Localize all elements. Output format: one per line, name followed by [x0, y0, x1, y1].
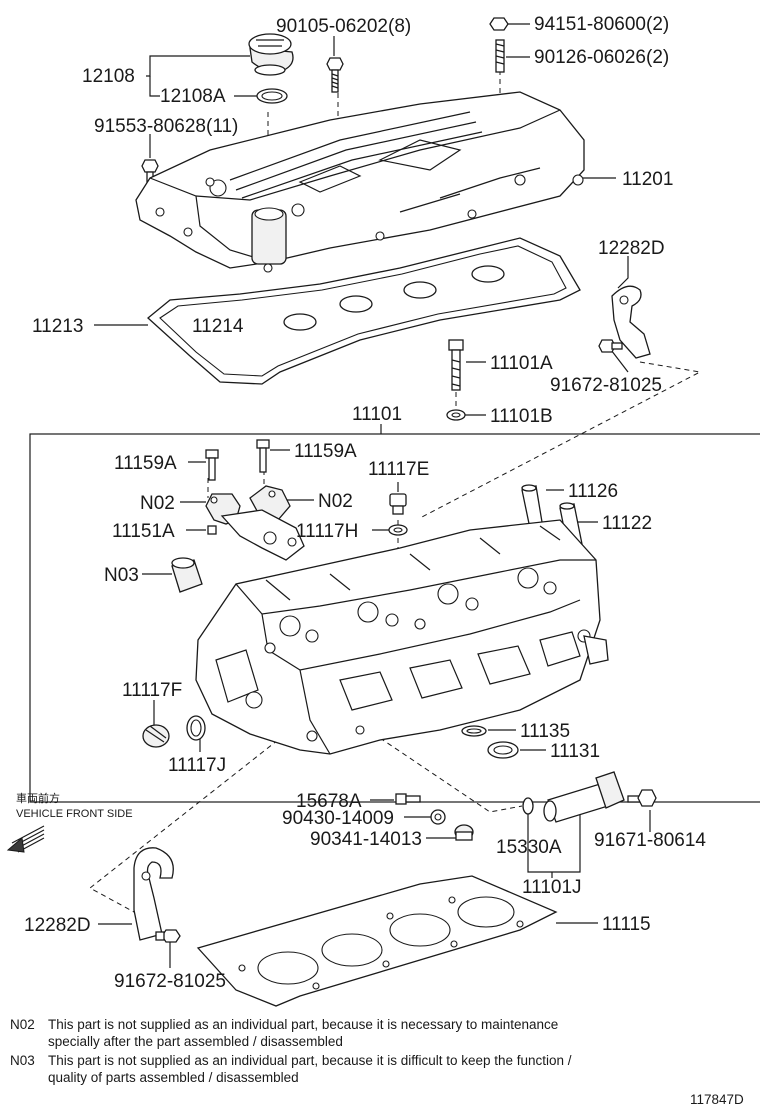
label-11117F: 11117F: [122, 680, 182, 701]
label-N02-left: N02: [140, 493, 175, 514]
bolt-91671: [627, 789, 657, 807]
label-90126: 90126-06026(2): [534, 47, 669, 68]
label-11117E: 11117E: [368, 459, 429, 480]
valve-lifter: [171, 557, 203, 593]
washer-11101B: [446, 409, 466, 421]
stud-90126: [495, 39, 505, 73]
plug-11117F: [142, 724, 170, 748]
part-labels: 12108 12108A 90105-06202(8) 94151-80600(…: [24, 14, 706, 992]
oil-filler-cap: [248, 33, 294, 76]
notes: N02 This part is not supplied as an indi…: [10, 1017, 572, 1085]
label-11131: 11131: [550, 741, 600, 762]
gasket-11135: [461, 725, 487, 737]
bolt-90105: [326, 57, 344, 93]
engine-hanger-bottom: [133, 847, 174, 941]
plug-11117E: [389, 493, 407, 515]
head-bolt-11101A: [448, 339, 464, 391]
label-90341: 90341-14013: [310, 829, 422, 850]
o-ring-15330A: [522, 797, 534, 815]
cam-housing: [220, 509, 305, 561]
seal-11131: [487, 741, 519, 759]
note-n02-line2: specially after the part assembled / dis…: [48, 1034, 343, 1049]
label-N02-right: N02: [318, 491, 353, 512]
note-n03-line1: This part is not supplied as an individu…: [48, 1053, 572, 1068]
bolt-11159A-right: [256, 439, 270, 473]
label-11117J: 11117J: [168, 755, 226, 776]
label-11201: 11201: [622, 169, 673, 190]
label-11117H: 11117H: [296, 521, 358, 542]
label-12108: 12108: [82, 66, 135, 87]
note-n03-code: N03: [10, 1053, 35, 1068]
pin-11151A: [207, 525, 217, 535]
label-91672-bottom: 91672-81025: [114, 971, 226, 992]
gasket-90430: [430, 809, 446, 825]
spark-plug-tube-gasket: [283, 265, 505, 331]
label-12108A: 12108A: [160, 86, 226, 107]
label-11159A-left: 11159A: [114, 453, 177, 474]
cylinder-head-cover: [135, 91, 585, 273]
bolt-11159A-left: [205, 449, 219, 481]
label-11126: 11126: [568, 481, 618, 502]
gasket-11117H: [388, 524, 408, 536]
label-11115: 11115: [602, 914, 651, 935]
head-gasket: [196, 875, 558, 1007]
note-n02-code: N02: [10, 1017, 35, 1032]
label-15678A: 15678A: [296, 791, 362, 812]
note-n02-line1: This part is not supplied as an individu…: [48, 1017, 558, 1032]
label-11122: 11122: [602, 513, 652, 534]
label-11151A: 11151A: [112, 521, 175, 542]
label-11101: 11101: [352, 404, 402, 425]
note-n03-line2: quality of parts assembled / disassemble…: [48, 1070, 299, 1085]
bolt-15678A: [395, 793, 421, 805]
label-91672-top: 91672-81025: [550, 375, 662, 396]
leader-lines: [94, 23, 651, 968]
label-11135: 11135: [520, 721, 570, 742]
label-11101J: 11101J: [522, 877, 582, 898]
nut-94151: [489, 17, 509, 31]
label-11213: 11213: [32, 316, 83, 337]
bolt-91553: [141, 159, 159, 183]
label-11101A: 11101A: [490, 353, 553, 374]
label-91553: 91553-80628(11): [94, 116, 238, 137]
front-side-english: VEHICLE FRONT SIDE: [16, 808, 133, 820]
plug-90341: [454, 824, 474, 841]
label-15330A: 15330A: [496, 837, 562, 858]
label-12282D-bottom: 12282D: [24, 915, 91, 936]
bolt-91672-bottom: [155, 929, 181, 943]
bolt-91672-top: [598, 339, 623, 353]
oil-control-valve: [543, 771, 625, 823]
front-side-japanese: 車両前方: [16, 791, 60, 805]
front-side-arrow-icon: [6, 825, 45, 853]
label-90105: 90105-06202(8): [276, 16, 411, 37]
label-94151: 94151-80600(2): [534, 14, 669, 35]
engine-hanger-top: [611, 285, 651, 359]
label-91671: 91671-80614: [594, 830, 706, 851]
label-N03: N03: [104, 565, 139, 586]
label-11101B: 11101B: [490, 406, 553, 427]
label-12282D-top: 12282D: [598, 238, 665, 259]
figure-id: 117847D: [690, 1092, 744, 1107]
gasket-11117J: [186, 715, 206, 741]
label-11159A-right: 11159A: [294, 441, 357, 462]
label-90430: 90430-14009: [282, 808, 394, 829]
filler-cap-gasket: [256, 88, 288, 104]
cylinder-head: [195, 519, 609, 755]
label-11214: 11214: [192, 316, 244, 337]
